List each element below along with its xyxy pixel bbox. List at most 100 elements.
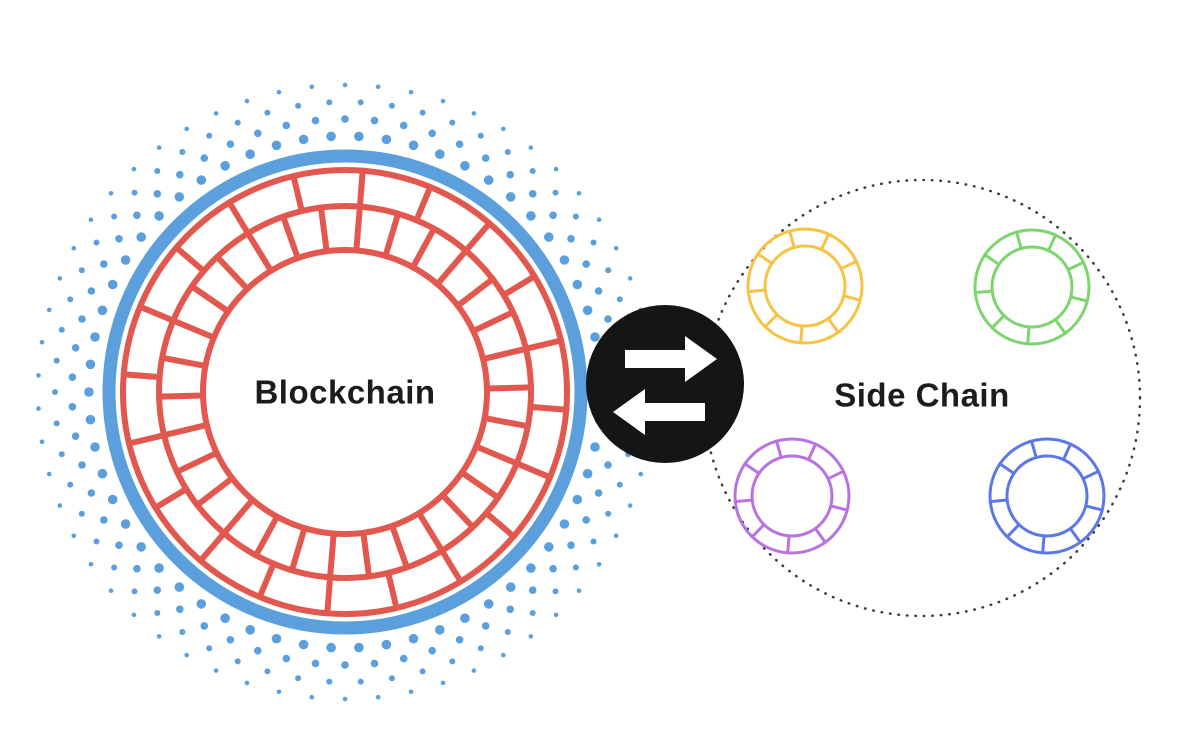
ring-divider — [763, 313, 779, 329]
halo-dot — [78, 461, 86, 469]
halo-dot — [590, 332, 600, 342]
chain-inner-divider — [382, 210, 402, 259]
sidechain-ring-yellow — [746, 227, 864, 345]
sidechain-ring-green — [973, 228, 1091, 346]
halo-dot — [234, 658, 241, 665]
halo-dot — [526, 563, 536, 573]
chain-outer-divider — [120, 371, 163, 381]
halo-dot — [483, 599, 494, 609]
halo-dot — [549, 211, 557, 220]
halo-dot — [200, 154, 209, 162]
ring-divider — [775, 439, 783, 459]
halo-dot — [354, 131, 364, 142]
chain-inner-divider — [174, 449, 220, 475]
halo-dot — [68, 403, 77, 411]
halo-dot — [440, 680, 446, 686]
blockchain-label: Blockchain — [254, 374, 435, 411]
ring-divider — [813, 527, 827, 544]
ring-divider — [743, 462, 761, 475]
halo-dot — [46, 307, 52, 313]
halo-dot — [399, 121, 408, 130]
halo-dot — [120, 255, 131, 265]
halo-dot — [100, 516, 108, 524]
halo-dot — [505, 582, 516, 592]
ring-outer-circle — [746, 227, 864, 345]
halo-dot — [342, 82, 348, 88]
chain-outer-divider — [413, 184, 434, 224]
halo-dot — [85, 359, 96, 370]
chain-inner-divider — [214, 253, 251, 292]
halo-dot — [408, 140, 419, 151]
halo-dot — [627, 503, 633, 508]
halo-dot — [71, 245, 77, 251]
halo-dot — [567, 235, 575, 243]
halo-dot — [576, 588, 582, 593]
halo-dot — [440, 98, 446, 104]
chain-inner-divider — [156, 392, 206, 400]
chain-inner-divider — [161, 421, 210, 439]
halo-dot — [501, 652, 506, 658]
halo-dot — [553, 612, 559, 618]
halo-dot — [528, 145, 534, 150]
chain-ring-outer-circle — [120, 167, 570, 617]
ring-divider — [1053, 318, 1067, 335]
halo-dot — [582, 516, 590, 524]
halo-dot — [131, 612, 137, 618]
ring-divider — [973, 289, 994, 295]
chain-inner-divider — [188, 283, 232, 315]
ring-divider — [842, 294, 862, 302]
halo-dot — [567, 541, 575, 549]
halo-dot — [370, 659, 379, 668]
halo-dot — [481, 154, 490, 162]
halo-dot — [388, 675, 395, 682]
halo-dot — [435, 149, 445, 159]
halo-dot — [528, 634, 534, 639]
ring-inner-circle — [763, 244, 847, 328]
arrow-right-icon — [625, 336, 717, 382]
halo-dot — [408, 89, 414, 95]
halo-dot — [553, 166, 559, 172]
halo-dot — [154, 211, 164, 221]
halo-dot — [471, 111, 477, 116]
chain-inner-divider — [245, 230, 274, 274]
halo-dot — [71, 533, 77, 539]
halo-dot — [282, 654, 291, 663]
halo-dot — [67, 296, 74, 303]
halo-dot — [53, 357, 60, 364]
halo-dot — [357, 678, 364, 685]
ring-divider — [826, 469, 845, 481]
halo-dot — [419, 668, 426, 675]
chain-outer-divider — [137, 303, 177, 324]
halo-dot — [97, 305, 108, 316]
halo-dot — [108, 588, 114, 593]
ring-outer-circle — [733, 437, 851, 555]
chain-outer-divider — [356, 167, 366, 210]
ring-divider — [750, 523, 766, 539]
halo-dot — [226, 140, 235, 148]
chain-inner-divider — [280, 213, 301, 262]
halo-dot — [184, 652, 189, 658]
ring-divider — [756, 252, 774, 265]
ring-divider — [788, 229, 796, 249]
ring-inner-circle — [750, 454, 834, 538]
halo-dot — [282, 121, 291, 130]
chain-inner-divider — [318, 204, 330, 255]
halo-dot — [93, 538, 100, 545]
halo-dot — [298, 639, 309, 650]
halo-dot — [111, 564, 118, 571]
blockchain-group: Blockchain — [36, 82, 654, 702]
halo-dot — [552, 189, 559, 196]
sidechain-group: Side Chain — [702, 178, 1142, 618]
chain-inner-divider — [481, 415, 531, 430]
halo-dot — [71, 344, 80, 352]
ring-divider — [826, 317, 840, 334]
halo-dot — [276, 89, 282, 95]
halo-dot — [408, 689, 414, 695]
halo-dot — [271, 633, 282, 644]
halo-dot — [88, 217, 94, 222]
chain-inner-divider — [353, 203, 363, 254]
ring-divider — [990, 314, 1006, 330]
ring-divider — [1066, 260, 1085, 272]
halo-dot — [115, 235, 123, 243]
